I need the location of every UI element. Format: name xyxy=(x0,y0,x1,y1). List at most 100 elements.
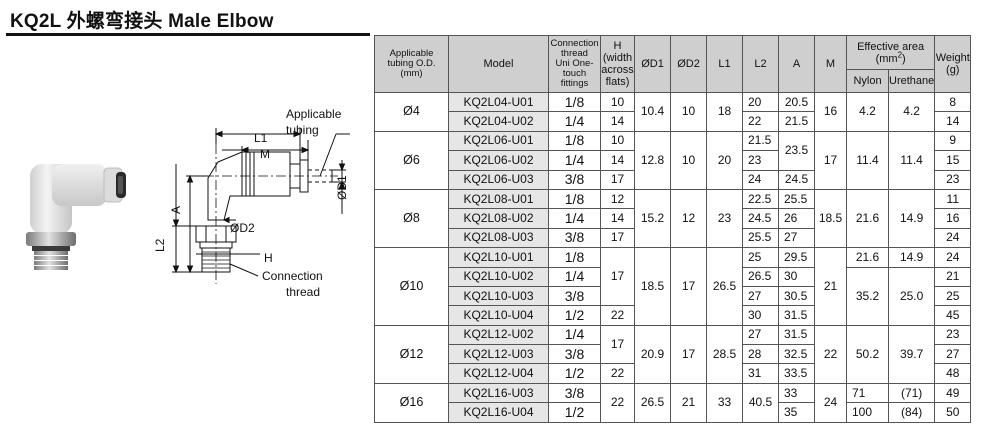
table-row: Ø4 KQ2L04-U01 1/8 10 10.4 10 18 20 20.5 … xyxy=(374,91,972,132)
model-cell: KQ2L08-U01 xyxy=(448,188,549,210)
weight-cell: 50 xyxy=(934,402,972,423)
urethane-cell: 14.9 xyxy=(887,247,936,268)
table-row: Ø8 KQ2L08-U01 1/8 12 15.2 12 23 22.5 25.… xyxy=(374,188,972,249)
weight-cell: 16 xyxy=(934,208,972,229)
label-h: H xyxy=(264,251,273,265)
product-photo xyxy=(26,164,126,270)
table-row: KQ2L12-U03 3/8 28 32.5 27 xyxy=(375,344,972,365)
model-cell: KQ2L16-U03 xyxy=(448,382,549,404)
d2-cell: 10 xyxy=(670,130,707,190)
nylon-cell: 50.2 xyxy=(846,324,889,384)
model-cell: KQ2L06-U01 xyxy=(448,130,549,152)
table-row: KQ2L10-U04 1/2 22 30 31.5 45 xyxy=(375,305,972,326)
table-row: KQ2L12-U04 1/2 22 31 33.5 48 xyxy=(375,363,972,384)
weight-cell: 24 xyxy=(934,227,972,249)
l2-cell: 22 xyxy=(742,111,779,132)
urethane-cell: 4.2 xyxy=(887,92,936,132)
weight-cell: 49 xyxy=(934,382,972,404)
thread-cell: 1/4 xyxy=(548,150,601,171)
a-cell: 26 xyxy=(778,208,815,229)
urethane-cell: 11.4 xyxy=(887,130,936,190)
tubing-size: Ø12 xyxy=(374,324,449,384)
table-row: KQ2L06-U03 3/8 17 24 24.5 23 xyxy=(375,169,972,190)
table-row: Ø16 KQ2L16-U03 3/8 22 26.5 21 33 40.5 33… xyxy=(374,382,972,423)
model-cell: KQ2L04-U01 xyxy=(448,91,549,113)
thread-cell: 3/8 xyxy=(548,344,601,365)
urethane-cell: 39.7 xyxy=(887,324,936,384)
h-cell: 14 xyxy=(600,208,635,229)
weight-cell: 11 xyxy=(934,188,972,210)
h-cell: 12 xyxy=(600,188,635,210)
label-a: A xyxy=(169,206,183,214)
a-cell: 21.5 xyxy=(778,111,815,132)
title-underline xyxy=(6,33,370,36)
model-cell: KQ2L12-U03 xyxy=(448,344,549,365)
thread-cell: 1/2 xyxy=(548,305,601,326)
h-cell: 22 xyxy=(600,382,635,423)
tubing-size: Ø8 xyxy=(374,188,449,249)
l2-cell: 22.5 xyxy=(742,188,779,210)
tubing-size: Ø6 xyxy=(374,130,449,190)
weight-cell: 23 xyxy=(934,324,972,346)
l2-cell: 23 xyxy=(742,150,779,171)
model-cell: KQ2L10-U01 xyxy=(448,247,549,268)
model-cell: KQ2L08-U03 xyxy=(448,227,549,249)
urethane-cell: 25.0 xyxy=(887,266,936,326)
l2-cell: 24.5 xyxy=(742,208,779,229)
nylon-cell: 35.2 xyxy=(846,266,889,326)
table-row: KQ2L08-U03 3/8 17 25.5 27 24 xyxy=(375,227,972,249)
l1-cell: 33 xyxy=(706,382,743,423)
label-connection-thread: Connection xyxy=(262,269,323,283)
thread-cell: 1/8 xyxy=(548,188,601,210)
h-cell: 17 xyxy=(600,247,635,307)
l2-cell: 21.5 xyxy=(742,130,779,152)
thread-cell: 1/2 xyxy=(548,402,601,423)
dimension-drawing: Applicable tubing L1 M ØD1 A L2 ØD2 H Co… xyxy=(153,107,350,299)
l1-cell: 23 xyxy=(706,188,743,249)
a-cell: 27 xyxy=(778,227,815,249)
table-row: Ø6 KQ2L06-U01 1/8 10 12.8 10 20 21.5 23.… xyxy=(374,130,972,190)
a-cell: 23.5 xyxy=(778,130,815,171)
d1-cell: 10.4 xyxy=(634,92,671,132)
h-cell: 17 xyxy=(600,324,635,365)
l2-cell: 28 xyxy=(742,344,779,365)
table-row: KQ2L10-U02 1/4 26.5 30 35.2 25.0 21 xyxy=(375,266,972,326)
h-cell: 17 xyxy=(600,227,635,249)
model-cell: KQ2L16-U04 xyxy=(448,402,549,423)
thread-cell: 3/8 xyxy=(548,227,601,249)
header-weight: Weight(g) xyxy=(934,35,972,93)
h-cell: 22 xyxy=(600,363,635,384)
l2-cell: 25 xyxy=(742,247,779,268)
tubing-size: Ø4 xyxy=(374,92,449,132)
thread-cell: 3/8 xyxy=(548,285,601,307)
a-cell: 32.5 xyxy=(778,344,815,365)
h-cell: 17 xyxy=(600,169,635,190)
d2-cell: 10 xyxy=(670,92,707,132)
label-d2: ØD2 xyxy=(230,221,255,235)
d2-cell: 12 xyxy=(670,188,707,249)
l1-cell: 18 xyxy=(706,92,743,132)
h-cell: 10 xyxy=(600,130,635,152)
label-d1: ØD1 xyxy=(335,175,349,200)
weight-cell: 24 xyxy=(934,247,972,268)
h-cell: 14 xyxy=(600,111,635,132)
d1-cell: 20.9 xyxy=(634,324,671,384)
model-cell: KQ2L08-U02 xyxy=(448,208,549,229)
m-cell: 24 xyxy=(814,382,847,423)
header-d1: ØD1 xyxy=(634,35,671,93)
l2-cell: 20 xyxy=(742,91,779,113)
l2-cell: 27 xyxy=(742,285,779,307)
urethane-cell: 14.9 xyxy=(887,188,936,249)
header-d2: ØD2 xyxy=(670,35,707,93)
d2-cell: 17 xyxy=(670,247,707,326)
model-cell: KQ2L10-U04 xyxy=(448,305,549,326)
m-cell: 22 xyxy=(814,324,847,384)
page-title: KQ2L 外螺弯接头 Male Elbow xyxy=(10,11,274,32)
weight-cell: 21 xyxy=(934,266,972,287)
table-row: KQ2L06-U02 1/4 14 23 15 xyxy=(375,150,972,171)
a-cell: 35 xyxy=(778,402,815,423)
label-applicable-tubing: Applicable xyxy=(286,107,342,121)
thread-cell: 3/8 xyxy=(548,382,601,404)
